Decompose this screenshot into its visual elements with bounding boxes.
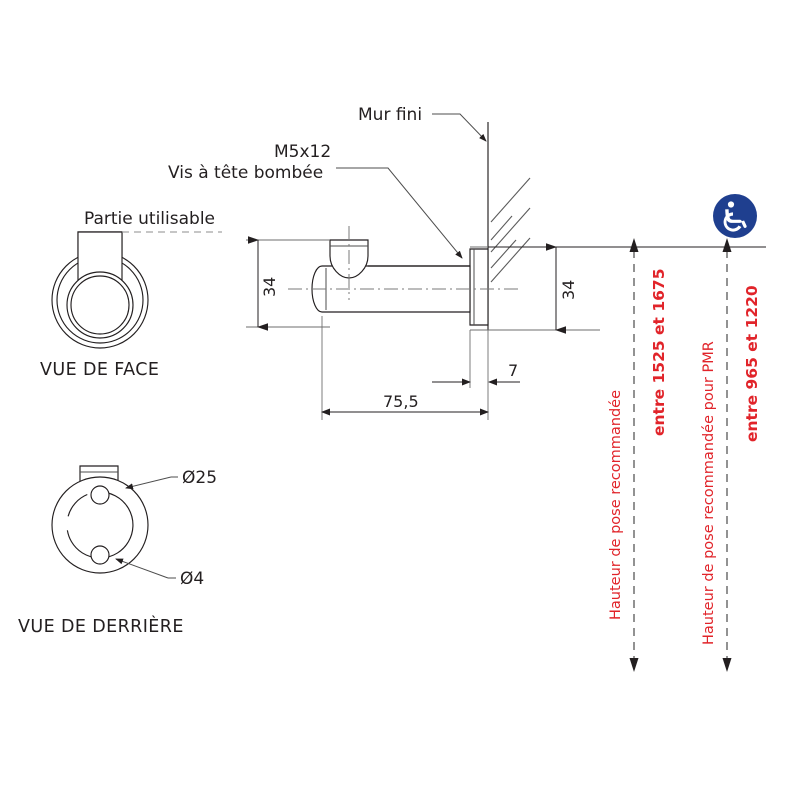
accessibility-badge bbox=[713, 194, 757, 238]
dimension-755: 75,5 bbox=[321, 316, 489, 420]
wheelchair-icon bbox=[723, 201, 747, 232]
rear-view-outer-circle bbox=[51, 476, 149, 574]
screw-type-label: Vis à tête bombée bbox=[168, 163, 323, 183]
install-height-pmr-value: entre 965 et 1220 bbox=[743, 285, 761, 442]
install-height-standard: Hauteur de pose recommandée entre 1525 e… bbox=[608, 238, 668, 672]
partie-utilisable-label: Partie utilisable bbox=[84, 209, 215, 229]
mur-fini-label: Mur fini bbox=[358, 105, 422, 125]
dimension-34-left-label: 34 bbox=[260, 277, 279, 297]
screw-spec-label: M5x12 bbox=[274, 142, 331, 162]
install-height-standard-arrow-top bbox=[629, 238, 639, 252]
rear-view-hole-top bbox=[90, 485, 110, 505]
wall-hatching bbox=[490, 177, 531, 283]
install-height-standard-label: Hauteur de pose recommandée bbox=[608, 390, 624, 620]
install-height-standard-arrow-bottom bbox=[629, 658, 639, 672]
front-view-inner-circle bbox=[66, 271, 134, 339]
install-height-pmr-arrow-bottom bbox=[722, 658, 732, 672]
front-view-label: VUE DE FACE bbox=[40, 360, 159, 380]
screw-leader bbox=[336, 167, 463, 259]
dimension-34-right-label: 34 bbox=[559, 280, 578, 300]
front-view: Partie utilisable VUE DE FACE bbox=[40, 209, 222, 380]
rear-view: Ø25 Ø4 VUE DE DERRIÈRE bbox=[18, 465, 217, 637]
dia4-label: Ø4 bbox=[180, 569, 204, 589]
dia4-leader bbox=[115, 558, 169, 579]
dimension-7: 7 bbox=[432, 330, 520, 388]
mur-fini-leader bbox=[432, 113, 487, 142]
dia25-label: Ø25 bbox=[182, 468, 217, 488]
install-height-standard-value: entre 1525 et 1675 bbox=[650, 268, 668, 436]
front-view-inner-circle-inner-edge bbox=[70, 275, 130, 335]
install-height-pmr: Hauteur de pose recommandée pour PMR ent… bbox=[701, 238, 761, 672]
install-heights: Hauteur de pose recommandée entre 1525 e… bbox=[488, 238, 766, 672]
dia25-leader bbox=[125, 476, 172, 490]
rear-view-label: VUE DE DERRIÈRE bbox=[18, 615, 184, 637]
install-height-pmr-arrow-top bbox=[722, 238, 732, 252]
dimension-7-label: 7 bbox=[508, 361, 518, 380]
dimension-34-left: 34 bbox=[246, 236, 330, 331]
dimension-755-label: 75,5 bbox=[383, 392, 419, 411]
wall-flange bbox=[469, 248, 489, 326]
side-view: Mur fini M5x12 Vis à tête bombée bbox=[168, 105, 600, 420]
rear-view-hole-bottom bbox=[90, 545, 110, 565]
install-height-pmr-label: Hauteur de pose recommandée pour PMR bbox=[701, 341, 717, 645]
